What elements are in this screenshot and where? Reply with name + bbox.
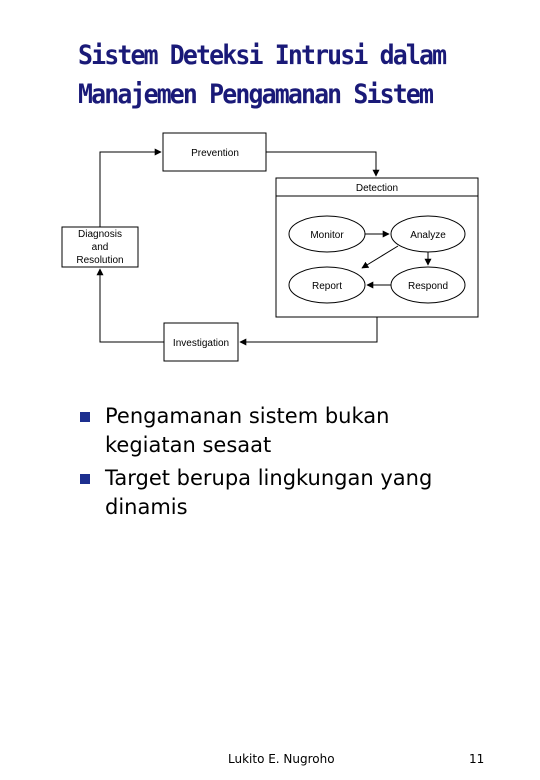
footer-author: Lukito E. Nugroho xyxy=(228,752,335,766)
diagnosis-label-line-3: Resolution xyxy=(76,255,123,266)
prevention-box: Prevention xyxy=(162,132,267,172)
bullet-item: Pengamanan sistem bukan kegiatan sesaat xyxy=(80,402,500,460)
arrow-analyze-to-report xyxy=(361,245,399,269)
analyze-label: Analyze xyxy=(410,230,446,241)
arrow-diagnosis-to-prevention xyxy=(99,148,162,227)
report-label: Report xyxy=(312,281,342,292)
diagnosis-box: Diagnosis and Resolution xyxy=(61,226,139,268)
slide-title: Sistem Deteksi Intrusi dalam Manajemen P… xyxy=(78,36,483,114)
arrow-investigation-to-diagnosis xyxy=(96,268,164,343)
prevention-label: Prevention xyxy=(191,148,239,159)
diagnosis-label-line-1: Diagnosis xyxy=(78,229,122,240)
bullet-line-1: Target berupa lingkungan yang xyxy=(105,466,433,490)
slide-title-line-2: Manajemen Pengamanan Sistem xyxy=(78,79,434,110)
ids-cycle-diagram: Prevention Detection Diagnosis and Resol… xyxy=(61,132,479,362)
bullet-item: Target berupa lingkungan yang dinamis xyxy=(80,464,500,522)
investigation-box: Investigation xyxy=(163,322,239,362)
diagnosis-label-line-2: and xyxy=(92,242,109,253)
detection-label: Detection xyxy=(356,183,398,194)
bullet-list: Pengamanan sistem bukan kegiatan sesaat … xyxy=(80,402,500,526)
square-bullet-icon xyxy=(80,474,90,484)
investigation-label: Investigation xyxy=(173,338,229,349)
bullet-line-2: kegiatan sesaat xyxy=(105,433,272,457)
monitor-node: Monitor xyxy=(288,215,366,253)
monitor-label: Monitor xyxy=(310,230,344,241)
page-number: 11 xyxy=(469,752,485,766)
arrow-prevention-to-detection xyxy=(266,151,380,177)
diagram-arrows xyxy=(96,148,432,346)
arrow-detection-to-investigation xyxy=(239,317,378,346)
report-node: Report xyxy=(288,266,366,304)
respond-label: Respond xyxy=(408,281,448,292)
square-bullet-icon xyxy=(80,412,90,422)
bullet-line-2: dinamis xyxy=(105,495,188,519)
respond-node: Respond xyxy=(390,266,466,304)
slide-title-line-1: Sistem Deteksi Intrusi dalam xyxy=(78,40,447,71)
analyze-node: Analyze xyxy=(390,215,466,253)
bullet-line-1: Pengamanan sistem bukan xyxy=(105,404,390,428)
